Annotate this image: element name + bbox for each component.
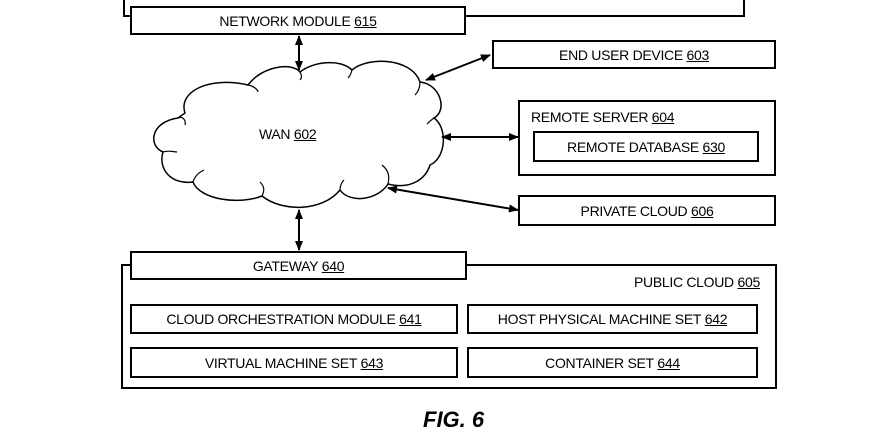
public-cloud-label-group: PUBLIC CLOUD 605 xyxy=(634,274,760,290)
container-set-box: CONTAINER SET 644 xyxy=(467,347,758,378)
cloud-orchestration-module-ref: 641 xyxy=(399,311,422,327)
arrow-wan-end-user-device xyxy=(425,54,491,81)
end-user-device-label: END USER DEVICE xyxy=(559,46,683,63)
cloud-orchestration-module-box: CLOUD ORCHESTRATION MODULE 641 xyxy=(130,304,458,334)
virtual-machine-set-label: VIRTUAL MACHINE SET xyxy=(204,354,358,371)
host-physical-machine-set-box: HOST PHYSICAL MACHINE SET 642 xyxy=(467,304,758,334)
end-user-device-box: END USER DEVICE 603 xyxy=(492,40,776,69)
host-physical-machine-set-ref: 642 xyxy=(704,311,728,327)
private-cloud-ref: 606 xyxy=(690,202,714,219)
end-user-device-ref: 603 xyxy=(686,46,709,63)
container-set-ref: 644 xyxy=(657,354,680,371)
container-set-label: CONTAINER SET xyxy=(545,354,654,371)
remote-database-ref: 630 xyxy=(702,138,726,155)
wan-cloud-shape xyxy=(153,60,445,208)
remote-server-label-group: REMOTE SERVER 604 xyxy=(531,109,675,125)
public-cloud-ref: 605 xyxy=(737,274,760,290)
gateway-box: GATEWAY 640 xyxy=(130,251,467,280)
remote-server-label: REMOTE SERVER xyxy=(531,109,649,125)
cloud-orchestration-module-label: CLOUD ORCHESTRATION MODULE xyxy=(166,311,396,327)
wan-cloud-detail xyxy=(162,69,435,197)
wan-ref: 602 xyxy=(293,126,317,142)
public-cloud-label: PUBLIC CLOUD xyxy=(634,274,734,290)
private-cloud-label: PRIVATE CLOUD xyxy=(580,202,688,219)
network-module-box: NETWORK MODULE 615 xyxy=(130,6,466,35)
gateway-ref: 640 xyxy=(321,257,345,274)
arrow-wan-private-cloud xyxy=(387,185,519,213)
figure-caption: FIG. 6 xyxy=(423,407,485,432)
gateway-label: GATEWAY xyxy=(252,257,319,274)
remote-server-ref: 604 xyxy=(651,109,675,125)
host-physical-machine-set-label: HOST PHYSICAL MACHINE SET xyxy=(497,311,702,327)
remote-database-box: REMOTE DATABASE 630 xyxy=(533,131,759,162)
virtual-machine-set-ref: 643 xyxy=(360,354,384,371)
network-module-ref: 615 xyxy=(354,12,377,29)
virtual-machine-set-box: VIRTUAL MACHINE SET 643 xyxy=(130,347,458,378)
remote-database-label: REMOTE DATABASE xyxy=(567,138,699,155)
wan-label: WAN xyxy=(259,126,291,142)
network-module-label: NETWORK MODULE xyxy=(219,12,351,29)
wan-label-group: WAN 602 xyxy=(259,126,317,142)
remote-server-box: REMOTE SERVER 604 REMOTE DATABASE 630 xyxy=(518,100,776,176)
private-cloud-box: PRIVATE CLOUD 606 xyxy=(518,195,776,226)
